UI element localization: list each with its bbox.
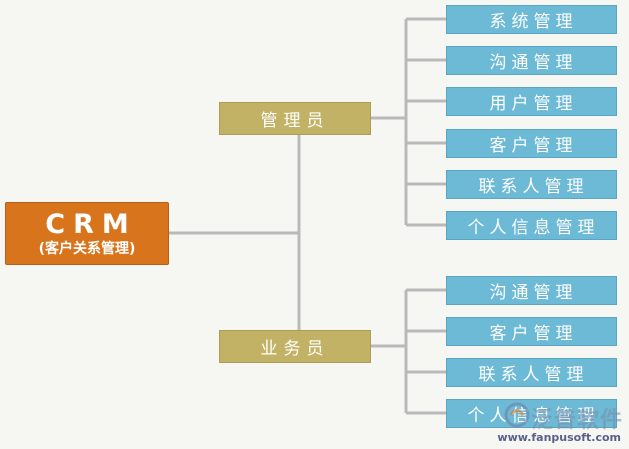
admin-leaf-personal-info-management: 个人信息管理 — [446, 211, 617, 240]
admin-leaf-contact-management: 联系人管理 — [446, 170, 617, 199]
sales-leaf-customer-management: 客户管理 — [446, 317, 617, 346]
sales-leaf-communication-management: 沟通管理 — [446, 276, 617, 305]
sales-leaf-personal-info-management: 个人信息管理 — [446, 399, 617, 428]
role-node-salesperson: 业务员 — [219, 330, 371, 363]
root-subtitle: (客户关系管理) — [38, 240, 136, 257]
root-title: CRM — [45, 208, 137, 240]
admin-leaf-user-management: 用户管理 — [446, 87, 617, 116]
admin-leaf-system-management: 系统管理 — [446, 5, 617, 34]
sales-leaf-contact-management: 联系人管理 — [446, 358, 617, 387]
crm-root-node: CRM (客户关系管理) — [5, 202, 169, 265]
admin-leaf-communication-management: 沟通管理 — [446, 46, 617, 75]
admin-leaf-customer-management: 客户管理 — [446, 129, 617, 158]
role-node-admin: 管理员 — [219, 102, 371, 135]
